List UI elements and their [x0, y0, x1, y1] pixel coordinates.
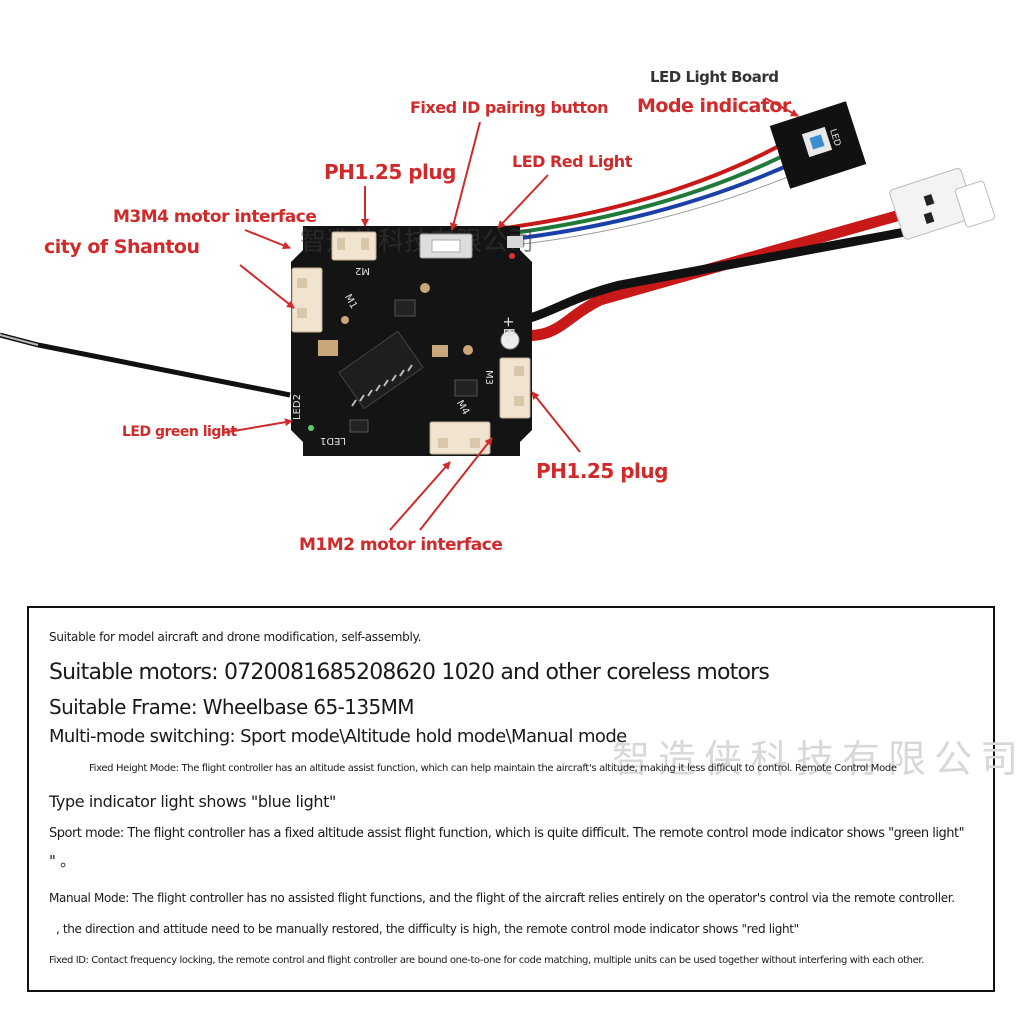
- callout-arrows: [221, 97, 799, 531]
- silk-plus-b: +B-: [500, 316, 516, 342]
- main-chip: [338, 330, 424, 410]
- fixed-id-pairing-button-label: Fixed ID pairing button: [410, 98, 608, 117]
- pcb-board: 智造侠科技有限公司: [291, 226, 534, 456]
- spec-line-11: Fixed ID: Contact frequency locking, the…: [49, 955, 924, 966]
- led-light-board-label: LED Light Board: [650, 68, 779, 86]
- silk-led2: LED2: [292, 394, 303, 420]
- antenna-wire: [0, 332, 291, 398]
- led-light-board: LED: [769, 101, 867, 189]
- spec-line-4: Multi-mode switching: Sport mode\Altitud…: [49, 726, 627, 747]
- flight-controller-diagram: LED 智造侠科技有限公司: [0, 97, 996, 531]
- m3m4-motor-interface-label: M3M4 motor interface: [113, 207, 317, 227]
- silk-m3: M3: [483, 370, 494, 385]
- spec-line-5: Fixed Height Mode: The flight controller…: [89, 763, 897, 774]
- silk-led1: LED1: [320, 435, 346, 446]
- spec-line-7: Sport mode: The flight controller has a …: [49, 826, 965, 841]
- spec-line-3: Suitable Frame: Wheelbase 65-135MM: [49, 695, 415, 719]
- spec-line-6: Type indicator light shows "blue light": [49, 792, 336, 811]
- led-green-light-label: LED green light: [122, 424, 237, 440]
- silk-m2: M2: [355, 265, 370, 276]
- spec-line-1: Suitable for model aircraft and drone mo…: [49, 630, 422, 644]
- led-green-indicator: [308, 425, 314, 431]
- battery-wires: [505, 209, 910, 342]
- battery-connector: [889, 168, 996, 240]
- mode-indicator-label: Mode indicator: [637, 95, 791, 117]
- m3-connector: [291, 267, 323, 333]
- led-red-indicator: [509, 253, 515, 259]
- spec-line-8: " 。: [49, 852, 75, 870]
- led-red-light-label: LED Red Light: [512, 152, 632, 171]
- ph125-plug-top-label: PH1.25 plug: [324, 160, 456, 184]
- ph125-plug-bottom-label: PH1.25 plug: [536, 459, 668, 483]
- spec-line-9: Manual Mode: The flight controller has n…: [49, 891, 955, 905]
- specs-watermark: 智造侠科技有限公司: [612, 737, 1024, 781]
- specifications-box: [27, 606, 995, 992]
- spec-line-10: , the direction and attitude need to be …: [56, 922, 799, 936]
- spec-line-2: Suitable motors: 0720081685208620 1020 a…: [49, 660, 770, 685]
- city-label: city of Shantou: [44, 236, 200, 258]
- led-board-wires: [504, 138, 806, 248]
- m1m2-motor-interface-label: M1M2 motor interface: [299, 535, 503, 555]
